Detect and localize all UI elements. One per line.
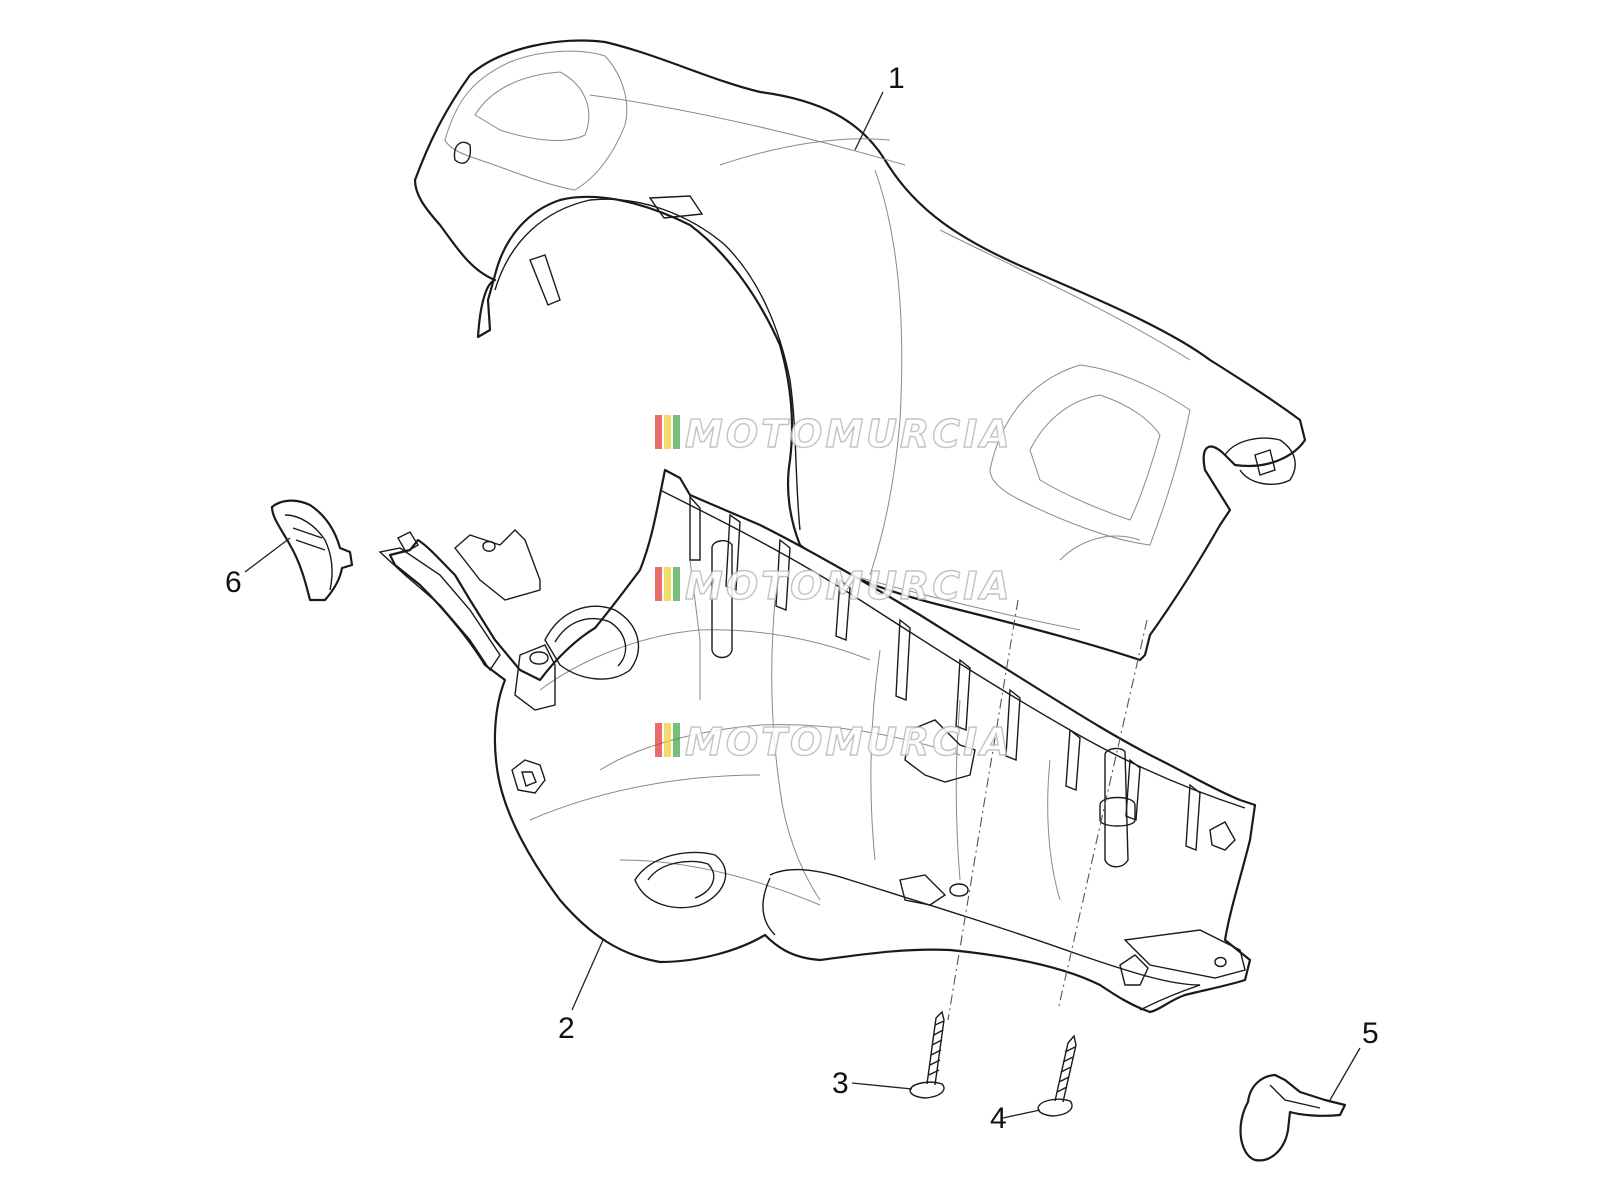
assembly-axis-4 <box>1057 619 1148 1011</box>
part-3-screw[interactable] <box>909 1010 945 1099</box>
callout-6: 6 <box>225 566 242 599</box>
leader-line-4 <box>1002 1109 1041 1119</box>
callout-4: 4 <box>990 1102 1007 1135</box>
part-2-lower-cover[interactable] <box>378 468 1257 1014</box>
part-6-cap[interactable] <box>270 499 354 602</box>
leader-line-5 <box>1329 1047 1361 1101</box>
leader-line-3 <box>851 1082 913 1090</box>
watermark-3: MOTOMURCIA <box>655 719 1013 765</box>
leader-line-1 <box>854 91 884 151</box>
callout-3: 3 <box>832 1067 849 1100</box>
callout-1: 1 <box>888 62 905 95</box>
watermark-2: MOTOMURCIA <box>655 563 1013 609</box>
callout-2: 2 <box>558 1012 575 1045</box>
watermark-1: MOTOMURCIA <box>655 411 1013 457</box>
assembly-axis-3 <box>947 599 1019 1021</box>
watermark-text: MOTOMURCIA <box>685 412 1013 456</box>
watermark-text: MOTOMURCIA <box>685 720 1013 764</box>
part-4-screw[interactable] <box>1037 1034 1077 1117</box>
part-5-cap[interactable] <box>1239 1073 1347 1162</box>
callout-5: 5 <box>1362 1017 1379 1050</box>
watermark-text: MOTOMURCIA <box>685 564 1013 608</box>
leader-line-2 <box>571 939 604 1011</box>
leader-line-6 <box>244 537 291 573</box>
